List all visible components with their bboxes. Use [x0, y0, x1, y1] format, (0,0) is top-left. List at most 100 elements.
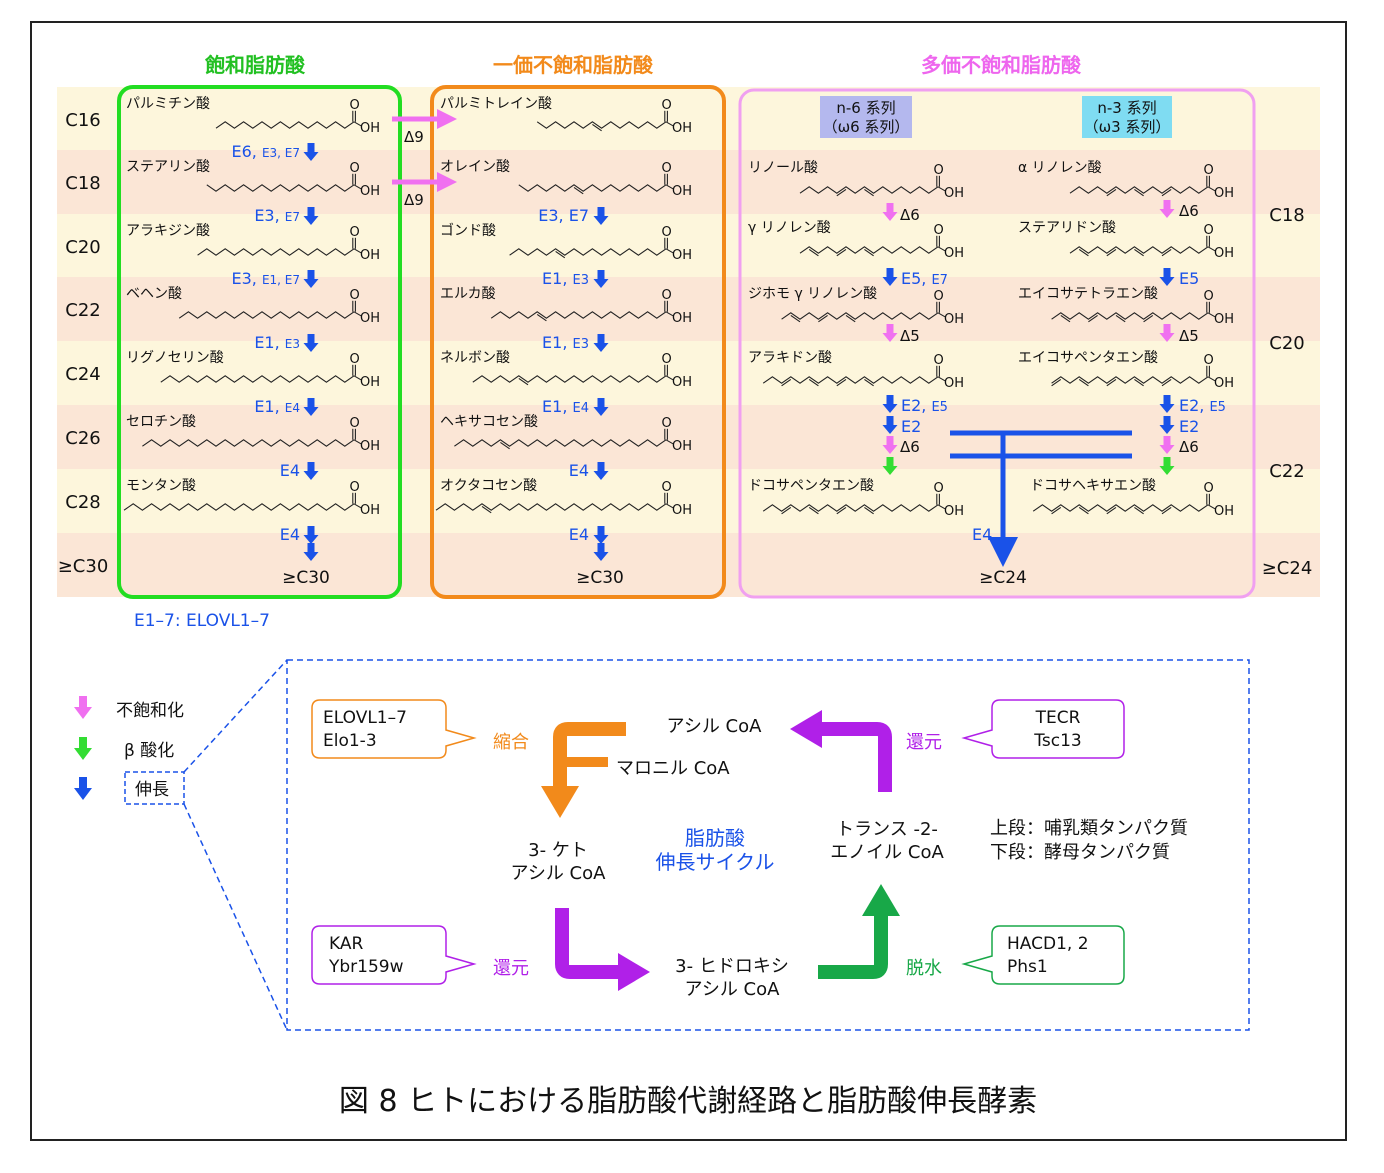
enzyme-label: E4 — [569, 461, 589, 480]
saturated-enzyme-step: E6, E3, E7 — [231, 142, 319, 161]
carbonyl-o-label: O — [662, 161, 672, 176]
n3-e2b-label: E2 — [1179, 417, 1199, 436]
monounsaturated-acid-name: オクタコセン酸 — [440, 478, 537, 494]
carbonyl-o-label: O — [662, 352, 672, 367]
row-label-left: C24 — [65, 364, 100, 385]
row-band — [57, 150, 1320, 214]
desaturation-arrow-icon — [882, 436, 898, 454]
step-dehydration: 脱水 — [906, 958, 942, 979]
callout-condensation-line2: Elo1-3 — [323, 731, 377, 751]
enzyme-label: E3, E7 — [538, 206, 589, 225]
carbonyl-o-label: O — [350, 161, 360, 176]
row-label-right: C20 — [1269, 333, 1304, 354]
saturated-acid-structure: OOH — [206, 161, 380, 199]
legend-desaturation: 不飽和化 — [116, 701, 184, 721]
hydroxyl-label: OH — [1214, 186, 1234, 201]
n3-title-line2: （ω3 系列） — [1084, 118, 1171, 136]
monounsaturated-acid-structure: OOH — [536, 98, 692, 136]
n3-title-line1: n-3 系列 — [1097, 99, 1156, 117]
row-label-left: C16 — [65, 110, 100, 131]
n6-e2b-label: E2 — [901, 417, 921, 436]
saturated-enzyme-step: E1, E4 — [254, 397, 319, 416]
elongation-arrow-icon — [593, 207, 609, 225]
n6-acid-name: ジホモ γ リノレン酸 — [748, 286, 877, 302]
hydroxyl-label: OH — [360, 121, 380, 136]
n3-acid-structure: OOH — [1051, 289, 1234, 327]
elongation-arrow-icon — [593, 398, 609, 416]
hydroxyl-label: OH — [672, 184, 692, 199]
n3-e5-label: E5 — [1179, 269, 1199, 288]
hydroxyl-label: OH — [672, 503, 692, 518]
hydroxy-acyl-label-1: 3- ヒドロキシ — [675, 956, 789, 977]
n3-acid-name: ドコサヘキサエン酸 — [1030, 478, 1156, 494]
elongation-arrow-icon — [882, 416, 898, 434]
row-band — [57, 469, 1320, 533]
n6-acid-name: ドコサペンタエン酸 — [748, 478, 874, 494]
elongation-arrow-icon — [303, 143, 319, 161]
cycle-center-label-2: 伸長サイクル — [656, 850, 775, 874]
n6-d6-label: Δ6 — [900, 206, 920, 224]
saturated-acid-name: セロチン酸 — [126, 414, 196, 430]
carbonyl-o-label: O — [662, 416, 672, 431]
carbonyl-o-label: O — [934, 223, 944, 238]
saturated-end-label: ≥C30 — [282, 568, 330, 588]
n6-e2-label: E2, E5 — [901, 396, 948, 415]
polyunsaturated-box — [738, 88, 1256, 599]
callout-condensation-line1: ELOVL1–7 — [323, 708, 407, 728]
callout-dehydration: HACD1, 2 Phs1 — [961, 925, 1125, 985]
enzyme-label: E3, E1, E7 — [231, 269, 300, 288]
monounsaturated-acid-name: パルミトレイン酸 — [440, 96, 552, 112]
keto-acyl-label-1: 3- ケト — [528, 840, 588, 861]
elongation-arrow-icon — [593, 270, 609, 288]
n6-header-box — [820, 96, 912, 138]
carbonyl-o-label: O — [662, 225, 672, 240]
elongation-arrow-icon — [303, 270, 319, 288]
desaturation-arrow-icon — [1159, 324, 1175, 342]
n3-header-box — [1082, 96, 1172, 138]
row-band — [57, 214, 1320, 277]
saturated-acid-structure: OOH — [197, 225, 380, 263]
legend-pink-arrow — [74, 696, 92, 719]
elongation-arrow-icon — [1159, 268, 1175, 286]
legend-elongation: 伸長 — [135, 780, 169, 800]
polyunsaturated-title: 多価不飽和脂肪酸 — [921, 53, 1082, 77]
step-reduction-1: 還元 — [493, 958, 529, 979]
malonyl-coa-label: マロニル CoA — [616, 758, 730, 779]
hydroxyl-label: OH — [672, 311, 692, 326]
carbonyl-o-label: O — [350, 416, 360, 431]
legend-beta-oxidation: β 酸化 — [124, 741, 174, 761]
enzyme-label: E6, E3, E7 — [231, 142, 300, 161]
elongation-arrow-icon — [1159, 395, 1175, 413]
monounsaturated-enzyme-step: E1, E4 — [542, 397, 609, 416]
n6-d6b-label: Δ6 — [900, 438, 920, 456]
monounsaturated-enzyme-step: E4 — [569, 525, 609, 561]
hydroxyl-label: OH — [360, 248, 380, 263]
hydroxyl-label: OH — [672, 248, 692, 263]
legend: 不飽和化 β 酸化 伸長 — [74, 659, 288, 1031]
pufa-e4-merge: E4 ≥C24 — [950, 430, 1132, 588]
monounsaturated-acid-structure: OOH — [454, 416, 692, 454]
monounsaturated-acid-name: オレイン酸 — [440, 159, 510, 175]
row-label-left: ≥C30 — [58, 556, 109, 577]
n6-acid-name: リノール酸 — [748, 160, 818, 176]
beta-oxidation-arrow-icon — [1159, 457, 1175, 475]
saturated-box — [117, 85, 402, 599]
hydroxyl-label: OH — [360, 311, 380, 326]
carbonyl-o-label: O — [1204, 481, 1214, 496]
cycle-center-label-1: 脂肪酸 — [685, 826, 745, 850]
monounsaturated-enzyme-step: E1, E3 — [542, 333, 609, 352]
saturated-acid-structure: OOH — [178, 288, 380, 326]
saturated-enzyme-step: E4 — [280, 525, 319, 561]
figure-caption: 図 8 ヒトにおける脂肪酸代謝経路と脂肪酸伸長酵素 — [339, 1084, 1037, 1119]
legend-blue-arrow — [74, 777, 92, 800]
monounsaturated-acid-name: ヘキサコセン酸 — [440, 414, 538, 430]
outer-frame — [30, 21, 1347, 1141]
trans-enoyl-label-2: エノイル CoA — [830, 842, 944, 863]
n3-acid-name: α リノレン酸 — [1018, 160, 1102, 176]
legend-green-arrow — [74, 737, 92, 760]
monounsaturated-acid-name: ネルボン酸 — [440, 350, 510, 366]
enzyme-label: E4 — [280, 461, 300, 480]
row-label-left: C28 — [65, 492, 100, 513]
